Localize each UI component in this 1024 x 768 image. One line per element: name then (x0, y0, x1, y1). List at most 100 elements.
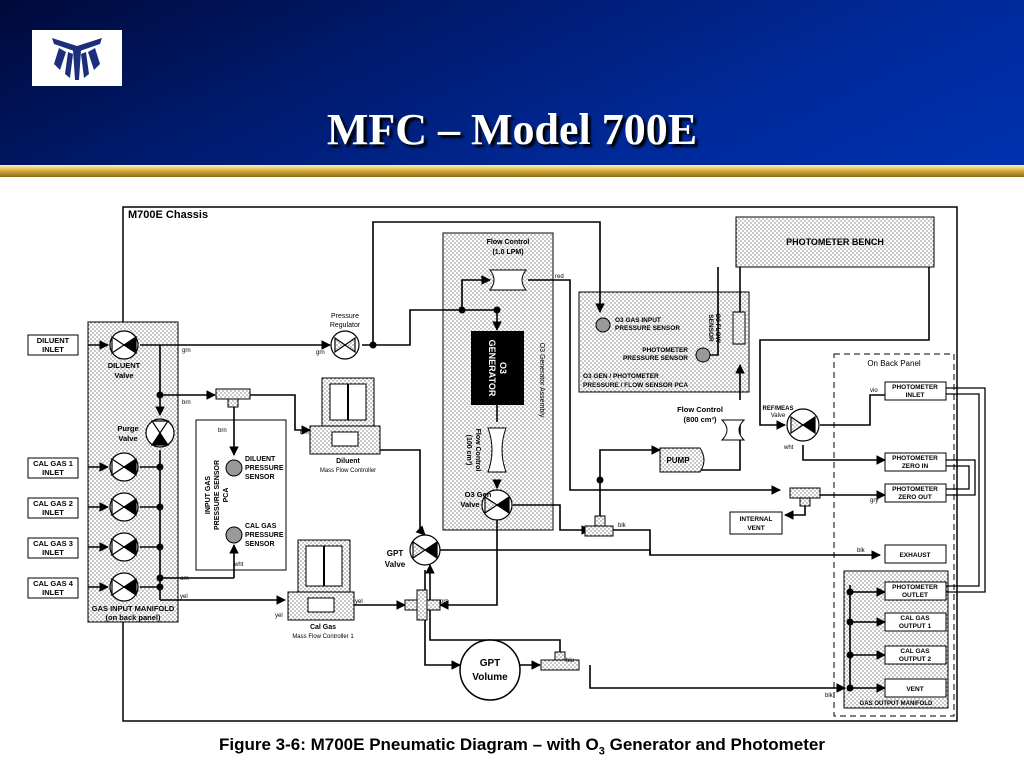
o3-gen-valve (481, 489, 513, 521)
svg-text:OUTLET: OUTLET (902, 592, 928, 599)
cal-output-2-port: CAL GAS (900, 648, 930, 655)
svg-text:brn: brn (300, 430, 309, 436)
svg-text:Valve: Valve (460, 500, 479, 509)
chassis-label: M700E Chassis (128, 209, 208, 221)
svg-text:vio: vio (870, 388, 878, 394)
svg-text:INLET: INLET (42, 548, 64, 557)
svg-text:INLET: INLET (906, 392, 925, 399)
svg-text:PRESSURE SENSOR: PRESSURE SENSOR (623, 355, 688, 362)
zero-out-port: PHOTOMETER (892, 486, 938, 493)
slide-title: MFC – Model 700E (326, 105, 698, 154)
gpt-valve-label: GPT (387, 549, 404, 558)
svg-text:(100 cm³): (100 cm³) (465, 435, 472, 466)
sensor-pca-label: O3 GEN / PHOTOMETER (583, 373, 659, 380)
svg-text:GENERATOR: GENERATOR (487, 340, 497, 397)
svg-text:INLET: INLET (42, 345, 64, 354)
exhaust-port: EXHAUST (899, 552, 930, 559)
back-panel-frame (833, 353, 955, 717)
svg-text:VENT: VENT (747, 525, 764, 532)
o3-gen-valve-label: O3 Gen (465, 490, 492, 499)
manifold-label: GAS INPUT MANIFOLD (92, 604, 175, 613)
svg-text:Cal Gas: Cal Gas (310, 624, 336, 631)
svg-text:PRESSURE: PRESSURE (245, 532, 284, 539)
svg-text:SENSOR: SENSOR (245, 474, 275, 481)
svg-text:Mass Flow Controller: Mass Flow Controller (320, 468, 376, 474)
gpt-valve (409, 534, 441, 566)
o3-flow-sensor-label: O3 FLOW (714, 313, 721, 343)
svg-text:orn: orn (180, 576, 189, 582)
svg-text:(1.0 LPM): (1.0 LPM) (492, 249, 523, 256)
o3-generator-block (471, 331, 524, 405)
cal1-valve (109, 452, 139, 482)
teledyne-logo (32, 30, 122, 86)
svg-text:prp: prp (440, 599, 449, 605)
cal3-inlet-tag: CAL GAS 3 (33, 539, 73, 548)
header-band (0, 0, 1024, 165)
svg-text:blk: blk (857, 548, 866, 554)
svg-text:red: red (555, 274, 564, 280)
svg-text:PCA: PCA (223, 488, 230, 503)
gpt-volume (459, 639, 521, 701)
figure-caption: Figure 3-6: M700E Pneumatic Diagram – wi… (218, 735, 825, 758)
flow-control-mid-label: Flow Control (474, 429, 481, 472)
svg-text:Valve: Valve (771, 413, 786, 419)
svg-text:OUTPUT 2: OUTPUT 2 (899, 656, 932, 663)
svg-text:O3: O3 (498, 362, 508, 374)
svg-text:brn: brn (182, 400, 191, 406)
svg-text:Regulator: Regulator (330, 322, 361, 329)
photometer-outlet-port: PHOTOMETER (892, 584, 938, 591)
o3-assembly-label: O3 Generator Assembly (538, 343, 545, 418)
svg-text:grn: grn (316, 350, 325, 356)
pressure-regulator (330, 330, 360, 360)
svg-text:grn: grn (182, 348, 191, 354)
purge-valve (145, 418, 175, 448)
svg-text:brn: brn (218, 428, 227, 434)
svg-text:PRESSURE SENSOR: PRESSURE SENSOR (214, 460, 221, 530)
diluent-sensor-label: DILUENT (245, 456, 276, 463)
cal4-inlet-tag: CAL GAS 4 (33, 579, 74, 588)
svg-text:wht: wht (783, 445, 794, 451)
o3-input-sensor-label: O3 GAS INPUT (615, 317, 661, 324)
output-manifold-label: GAS OUTPUT MANIFOLD (860, 701, 933, 707)
diluent-valve-label: DILUENT (108, 361, 141, 370)
svg-text:PRESSURE / FLOW SENSOR PCA: PRESSURE / FLOW SENSOR PCA (583, 382, 688, 389)
ref-meas-valve (786, 408, 820, 442)
svg-text:Volume: Volume (472, 672, 508, 683)
input-gas-pca-label: INPUT GAS (205, 476, 212, 514)
internal-vent (729, 511, 783, 535)
svg-text:Valve: Valve (385, 560, 406, 569)
svg-text:gry: gry (870, 498, 878, 504)
input-gas-pca (195, 419, 287, 571)
svg-text:SENSOR: SENSOR (707, 314, 714, 342)
back-panel-label: On Back Panel (867, 359, 921, 368)
ref-meas-label: REF/MEAS (762, 406, 793, 412)
svg-text:blk: blk (825, 693, 834, 699)
svg-text:Valve: Valve (114, 371, 133, 380)
gold-divider (0, 165, 1024, 177)
purge-valve-label: Purge (117, 424, 138, 433)
svg-text:blk: blk (618, 523, 627, 529)
svg-text:INTERNAL: INTERNAL (740, 516, 773, 523)
svg-text:ZERO IN: ZERO IN (902, 463, 929, 470)
photometer-bench (735, 216, 935, 268)
svg-text:yel: yel (355, 599, 363, 605)
cal2-inlet-tag: CAL GAS 2 (33, 499, 73, 508)
svg-text:yel: yel (275, 613, 283, 619)
cal4-valve (109, 572, 139, 602)
svg-text:SENSOR: SENSOR (245, 541, 275, 548)
svg-text:OUTPUT 1: OUTPUT 1 (899, 623, 932, 630)
cal-sensor-label: CAL GAS (245, 523, 277, 530)
vent-port: VENT (906, 686, 923, 693)
photometer-bench-label: PHOTOMETER BENCH (786, 237, 884, 247)
svg-text:yel: yel (180, 594, 188, 600)
svg-text:PRESSURE: PRESSURE (245, 465, 284, 472)
cal-gas-mfc: Cal Gas Mass Flow Controller 1 (287, 539, 355, 640)
svg-text:ZERO OUT: ZERO OUT (898, 494, 932, 501)
cal2-valve (109, 492, 139, 522)
flow-control-top-label: Flow Control (487, 239, 530, 246)
svg-text:wht: wht (233, 562, 244, 568)
svg-text:INLET: INLET (42, 508, 64, 517)
pump: PUMP (659, 447, 705, 473)
svg-text:blu: blu (566, 658, 574, 664)
